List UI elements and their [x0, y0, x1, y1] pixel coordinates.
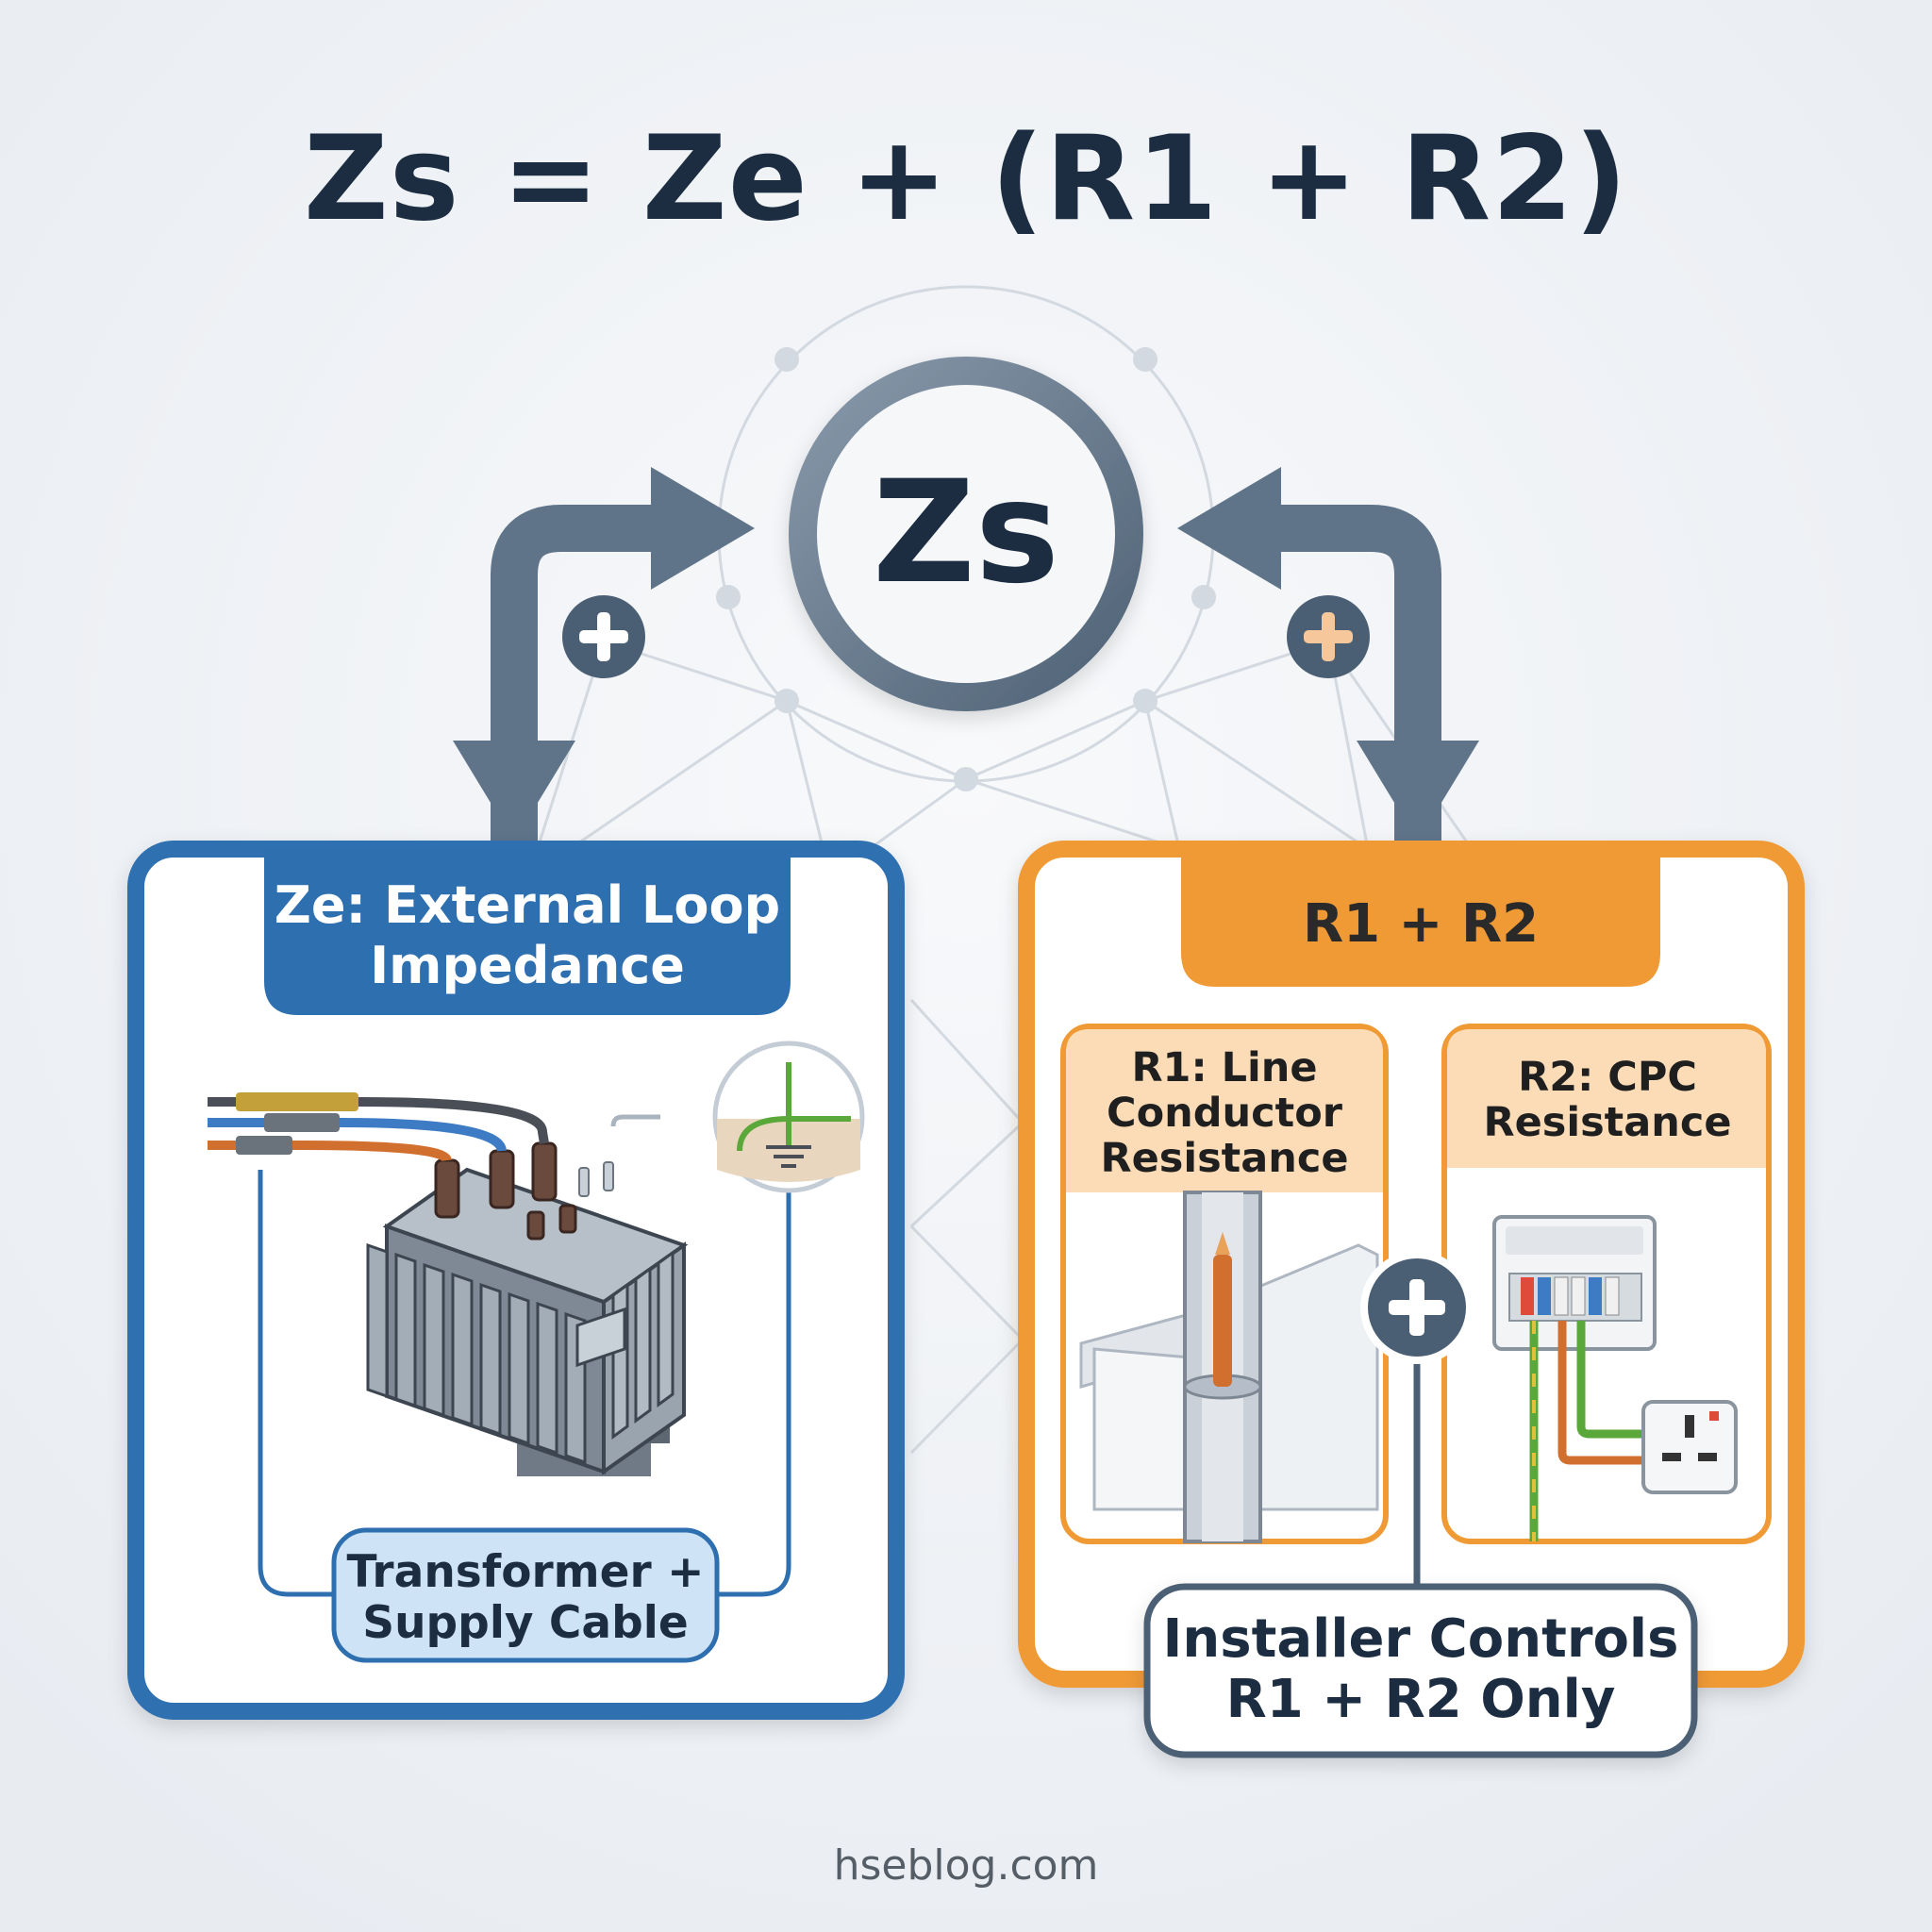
plus-icon: [1360, 1251, 1474, 1364]
zs-center-label: Zs: [872, 451, 1060, 615]
network-nodes: [716, 347, 1216, 791]
earth-lead: [610, 1114, 660, 1127]
consumer-unit-icon: [1492, 1215, 1657, 1351]
zs-center-node: [789, 357, 1143, 711]
right-arrow-shaft: [1272, 505, 1441, 841]
footer-credit: hseblog.com: [833, 1841, 1099, 1890]
plus-icon: [1287, 595, 1370, 678]
left-arrow-head-down: [453, 741, 575, 841]
transformer-icon: [366, 1141, 689, 1476]
left-arrow-head-up: [651, 467, 755, 590]
socket-icon: [1641, 1400, 1738, 1494]
cable-icon: [208, 1097, 549, 1163]
r1-title: R1: Line Conductor Resistance: [1100, 1044, 1349, 1182]
formula-title: Zs = Ze + (R1 + R2): [303, 111, 1629, 247]
ze-loop-wire-right: [717, 1170, 791, 1597]
ze-panel-title: Ze: External Loop Impedance: [274, 875, 781, 995]
installer-label-box: [1143, 1583, 1698, 1758]
r2-subpanel: [1441, 1024, 1772, 1544]
right-arrow-head-up: [1177, 467, 1281, 590]
installer-note: Installer Controls R1 + R2 Only: [1162, 1608, 1679, 1730]
plus-icon: [562, 595, 645, 678]
earth-symbol-icon: [712, 1041, 865, 1193]
r1-subpanel: [1060, 1024, 1389, 1544]
ze-title-bar: [264, 849, 791, 1015]
r2-title: R2: CPC Resistance: [1483, 1054, 1732, 1146]
cable-icon: [1213, 1255, 1232, 1387]
r-panel-title: R1 + R2: [1302, 893, 1540, 955]
transformer-supply-label: Transformer + Supply Cable: [346, 1546, 705, 1649]
left-arrow-shaft: [491, 505, 660, 841]
transformer-label-box: [331, 1527, 720, 1663]
cable-sleeves: [236, 1092, 358, 1155]
ze-loop-wire-left: [258, 1170, 336, 1597]
r-title-bar: [1181, 849, 1660, 987]
right-arrow-head-down: [1357, 741, 1479, 841]
